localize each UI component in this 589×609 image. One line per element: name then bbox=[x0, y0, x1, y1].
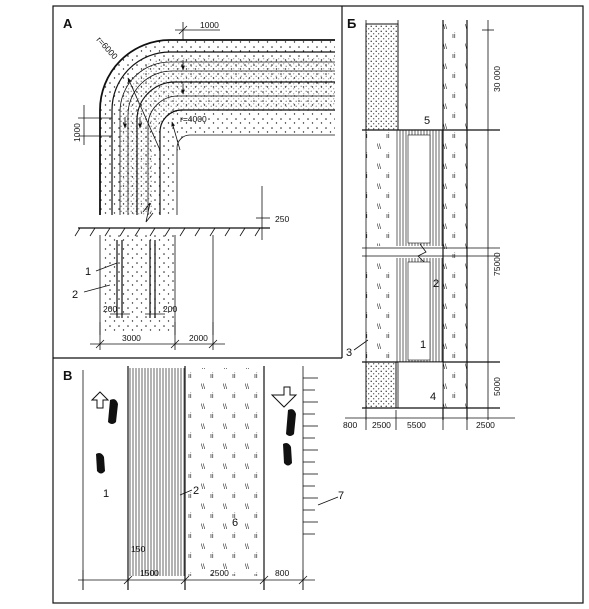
panel-b-callout-5: 5 bbox=[424, 115, 430, 127]
panel-a-callout-2: 2 bbox=[72, 289, 78, 301]
panel-v-vehicle bbox=[286, 409, 296, 436]
panel-v-grass bbox=[187, 368, 262, 576]
panel-b-letter: Б bbox=[347, 16, 356, 31]
panel-v-direction-arrow bbox=[90, 391, 110, 409]
svg-text:2000: 2000 bbox=[189, 333, 208, 343]
svg-text:250: 250 bbox=[275, 214, 289, 224]
panel-a-line-4 bbox=[127, 70, 335, 215]
panel-b-runway-upper-core bbox=[407, 134, 431, 244]
svg-text:800: 800 bbox=[343, 420, 357, 430]
panel-v-callout-7: 7 bbox=[338, 490, 344, 502]
panel-b-low-left-grass bbox=[366, 258, 396, 362]
svg-text:150: 150 bbox=[131, 544, 145, 554]
panel-b-callout-1: 1 bbox=[420, 339, 426, 351]
panel-a-line-5 bbox=[136, 81, 335, 215]
panel-b-dim-bottom: 800 2500 5500 2500 bbox=[343, 410, 515, 430]
svg-text:2500: 2500 bbox=[210, 568, 229, 578]
panel-a: А r=6000 r=4000 1000 bbox=[63, 16, 335, 350]
panel-a-radius-inner-label: r=4000 bbox=[180, 114, 207, 124]
panel-v-letter: В bbox=[63, 368, 72, 383]
panel-b-callout-2: 2 bbox=[433, 278, 439, 290]
panel-a-radius-outer-arrow bbox=[127, 77, 161, 151]
panel-b-break-mark bbox=[362, 247, 500, 257]
panel-a-dim-gap: 250 bbox=[256, 186, 289, 240]
svg-text:1000: 1000 bbox=[72, 123, 82, 142]
panel-a-line-2 bbox=[111, 51, 335, 215]
panel-a-ground-hatch bbox=[74, 227, 261, 237]
panel-b-grass-strip bbox=[443, 24, 467, 408]
panel-b-callout-3: 3 bbox=[346, 347, 352, 359]
panel-a-inner-band bbox=[120, 58, 335, 215]
panel-v-vehicle bbox=[108, 399, 118, 424]
panel-a-dim-bottom: 3000 2000 bbox=[90, 322, 225, 350]
panel-v-runway bbox=[128, 368, 185, 576]
panel-v-callout-1: 1 bbox=[103, 488, 109, 500]
panel-v-leader-2 bbox=[179, 489, 193, 496]
panel-a-dim-200-right: 200 bbox=[145, 304, 177, 315]
panel-a-dim-left: 1000 bbox=[72, 105, 112, 145]
panel-v-leader-7 bbox=[317, 496, 339, 506]
panel-b-leader-3 bbox=[353, 339, 369, 351]
panel-a-break-mark bbox=[142, 202, 154, 223]
svg-text:5000: 5000 bbox=[492, 377, 502, 396]
svg-text:30 000: 30 000 bbox=[492, 66, 502, 92]
svg-text:200: 200 bbox=[103, 304, 117, 314]
svg-text:2500: 2500 bbox=[372, 420, 391, 430]
panel-a-radius-outer-label: r=6000 bbox=[95, 35, 120, 62]
panel-a-line-3 bbox=[119, 61, 335, 215]
svg-text:75000: 75000 bbox=[492, 252, 502, 276]
panel-a-lower-fill bbox=[102, 235, 175, 333]
panel-v-direction-arrow bbox=[270, 386, 298, 408]
panel-v: В bbox=[63, 366, 344, 590]
panel-a-dim-200-left: 200 bbox=[103, 304, 130, 315]
svg-text:200: 200 bbox=[163, 304, 177, 314]
panel-v-dim-bottom: 150 1500 2500 800 bbox=[78, 540, 315, 590]
panel-b-bottom-apron bbox=[397, 361, 444, 409]
panel-v-callout-6: 6 bbox=[232, 517, 238, 529]
panel-a-dim-top: 1000 bbox=[175, 20, 220, 40]
panel-a-line-7 bbox=[159, 109, 335, 215]
panel-a-leader-1 bbox=[95, 262, 118, 272]
panel-v-vehicle bbox=[283, 443, 292, 466]
panel-a-callout-1: 1 bbox=[85, 266, 91, 278]
panel-v-edge-ticks bbox=[303, 377, 318, 535]
panel-b-bottom-left-block bbox=[365, 361, 397, 409]
panel-a-letter: А bbox=[63, 16, 73, 31]
panel-b-mid-left-grass bbox=[366, 130, 396, 246]
panel-b-runway-lower-core bbox=[407, 261, 431, 361]
svg-text:5500: 5500 bbox=[407, 420, 426, 430]
svg-text:800: 800 bbox=[275, 568, 289, 578]
panel-b: Б 5 1 2 3 4 bbox=[343, 16, 515, 430]
panel-a-radius-inner-arrow bbox=[171, 121, 181, 151]
panel-b-callout-4: 4 bbox=[430, 391, 436, 403]
panel-v-vehicle bbox=[96, 453, 105, 474]
panel-b-dim-right: 30 000 75000 5000 bbox=[482, 20, 502, 420]
panel-a-outer-boundary bbox=[99, 39, 335, 215]
svg-text:1500: 1500 bbox=[140, 568, 159, 578]
panel-v-callout-2: 2 bbox=[193, 485, 199, 497]
panel-a-leader-2 bbox=[83, 284, 111, 293]
svg-text:1000: 1000 bbox=[200, 20, 219, 30]
svg-text:2500: 2500 bbox=[476, 420, 495, 430]
figure-frame bbox=[52, 5, 584, 604]
panel-a-line-8 bbox=[176, 134, 335, 215]
panel-b-top-left-block bbox=[365, 23, 399, 131]
svg-text:3000: 3000 bbox=[122, 333, 141, 343]
